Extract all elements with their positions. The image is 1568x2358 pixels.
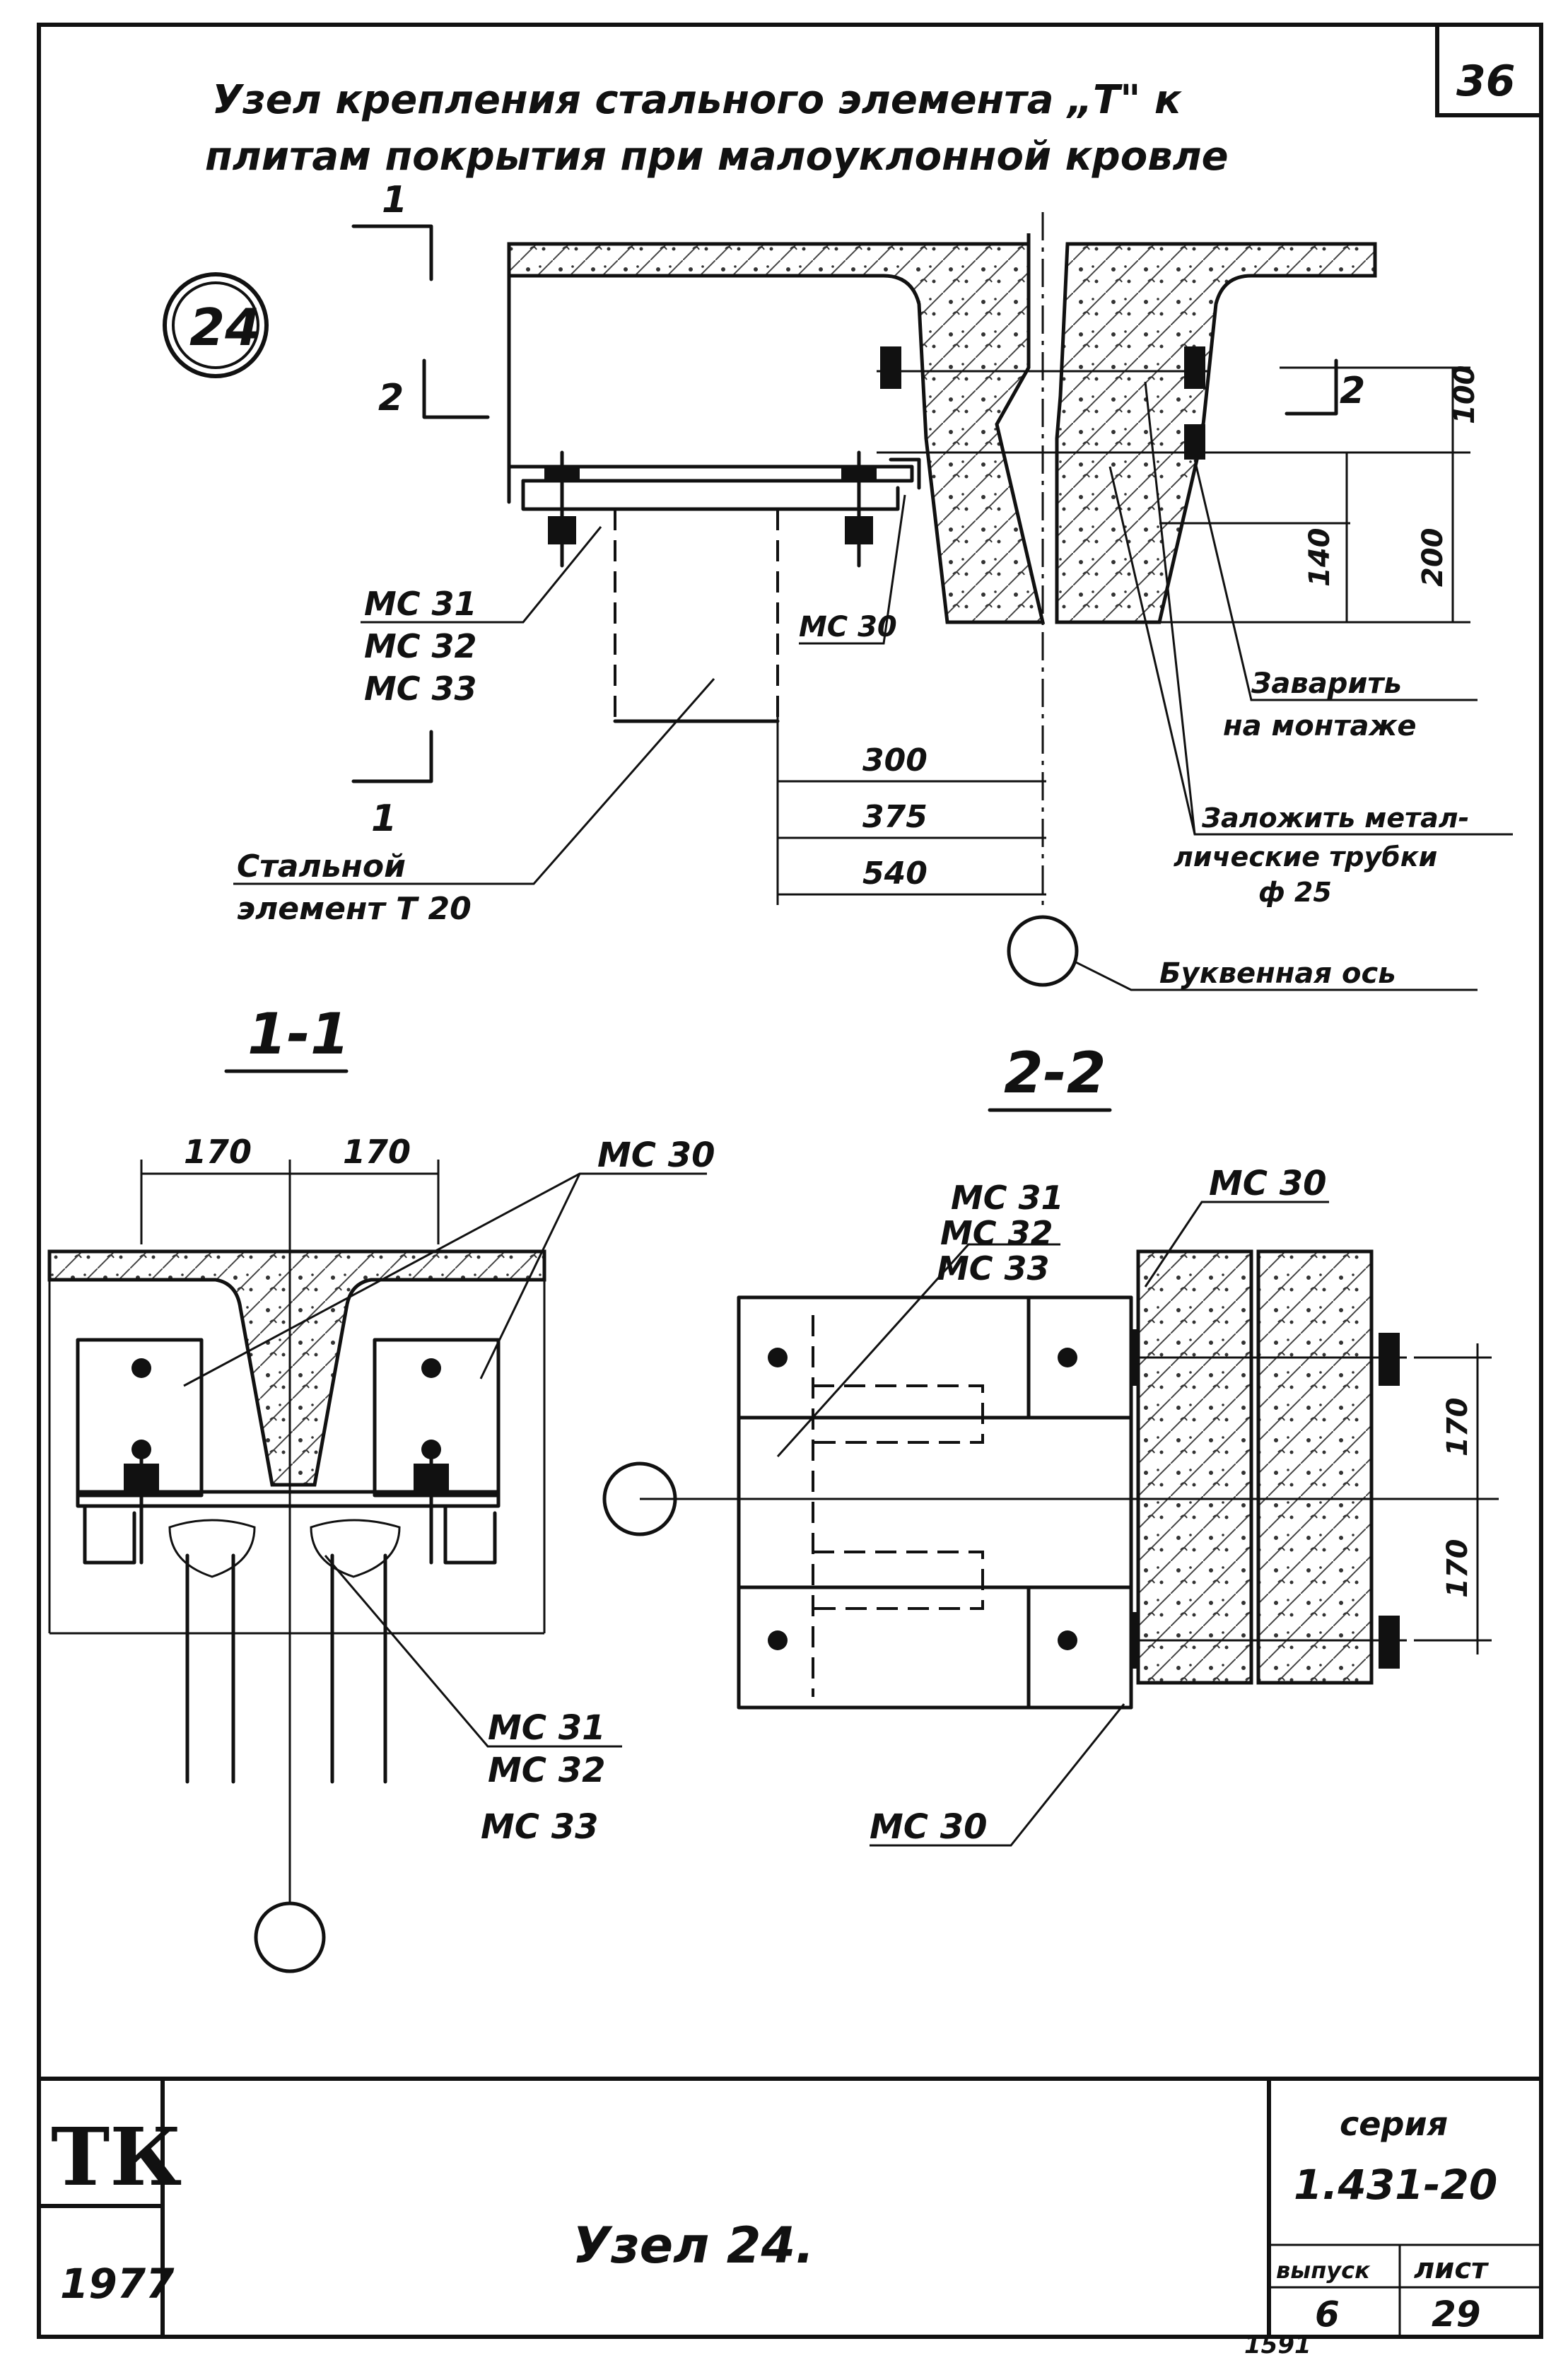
label-mc30-main: МС 30	[799, 611, 897, 643]
section-2-2-title: 2-2	[1004, 1040, 1106, 1106]
dim-375: 375	[862, 799, 928, 835]
label-mc33-section-1-1: МС 33	[481, 1807, 599, 1847]
page-number: 36	[1456, 57, 1516, 106]
bolt-upper-right	[1184, 346, 1205, 460]
label-tubes-line3: ф 25	[1258, 877, 1332, 908]
archive-number: 1591	[1244, 2331, 1311, 2358]
issue-value: 6	[1315, 2294, 1340, 2335]
sheet-frame	[37, 23, 1543, 2339]
label-weld-line2: на монтаже	[1223, 710, 1416, 742]
bolt-middle	[841, 450, 877, 568]
sheet-value: 29	[1432, 2294, 1481, 2335]
label-steel-line2: элемент Т 20	[237, 891, 472, 927]
section-1-1-bolts	[124, 1358, 449, 1565]
section-1-1-title: 1-1	[247, 1001, 350, 1067]
axis-circle-main	[1007, 915, 1079, 987]
dim-170-left: 170	[184, 1133, 252, 1171]
tk-logo: ТК	[51, 2111, 182, 2204]
label-mc31-section-1-1: МС 31	[488, 1708, 606, 1748]
section-mark-1-top: 1	[382, 179, 407, 221]
sheet-label: лист	[1414, 2253, 1490, 2285]
dim-200: 200	[1417, 528, 1449, 588]
title-block: ТК 1977 Узел 24. серия 1.431-20 выпуск л…	[39, 2077, 1541, 2358]
dim-170-lower: 170	[1441, 1539, 1474, 1599]
label-steel-line1: Стальной	[237, 848, 406, 885]
label-mc31-main: МС 31	[364, 585, 477, 623]
label-mc31-section-2-2: МС 31	[951, 1179, 1064, 1217]
label-mc30-section-2-2-bottom: МС 30	[870, 1807, 988, 1847]
section-1-1: 1-1 170 170	[47, 1001, 715, 1973]
label-mc33-main: МС 33	[364, 670, 477, 708]
section-mark-1-bottom: 1	[371, 798, 397, 840]
label-tubes-line2: лические трубки	[1174, 841, 1437, 872]
label-mc32-section-1-1: МС 32	[488, 1751, 606, 1790]
drawing-title-line1: Узел крепления стального элемента „Т" к	[212, 77, 1183, 123]
axis-circle-section-1-1	[254, 1901, 326, 1973]
bolt-upper-left	[880, 346, 901, 389]
year: 1977	[60, 2260, 175, 2308]
label-weld-line1: Заварить	[1251, 667, 1402, 700]
main-view: 1 2 2 1	[233, 179, 1513, 991]
sheet-name: Узел 24.	[573, 2217, 814, 2275]
section-mark-2-right: 2	[1340, 370, 1365, 412]
dim-170-upper: 170	[1441, 1398, 1474, 1457]
issue-label: выпуск	[1276, 2257, 1371, 2284]
node-badge-number: 24	[189, 298, 260, 357]
label-mc32-main: МС 32	[364, 627, 477, 665]
dim-100: 100	[1449, 366, 1481, 425]
bolt-left	[544, 450, 580, 568]
label-mc33-section-2-2: МС 33	[937, 1249, 1050, 1288]
dim-170-right: 170	[343, 1133, 411, 1171]
series-value: 1.431-20	[1294, 2161, 1497, 2209]
node-badge: 24	[163, 272, 269, 378]
label-mc30-section-1-1: МС 30	[597, 1136, 715, 1175]
dim-300: 300	[862, 742, 928, 778]
label-tubes-line1: Заложить метал-	[1201, 802, 1469, 834]
dim-140: 140	[1304, 528, 1336, 588]
dim-540: 540	[862, 856, 928, 892]
label-axis: Буквенная ось	[1159, 957, 1396, 990]
drawing-title-line2: плитам покрытия при малоуклонной кровле	[205, 134, 1229, 180]
series-label: серия	[1340, 2105, 1448, 2143]
label-mc32-section-2-2: МС 32	[940, 1214, 1053, 1252]
axis-circle-section-2-2	[602, 1461, 677, 1536]
section-mark-2-left: 2	[378, 377, 404, 419]
label-mc30-section-2-2-top: МС 30	[1209, 1164, 1327, 1203]
section-2-2: 2-2 170	[602, 1040, 1499, 1847]
